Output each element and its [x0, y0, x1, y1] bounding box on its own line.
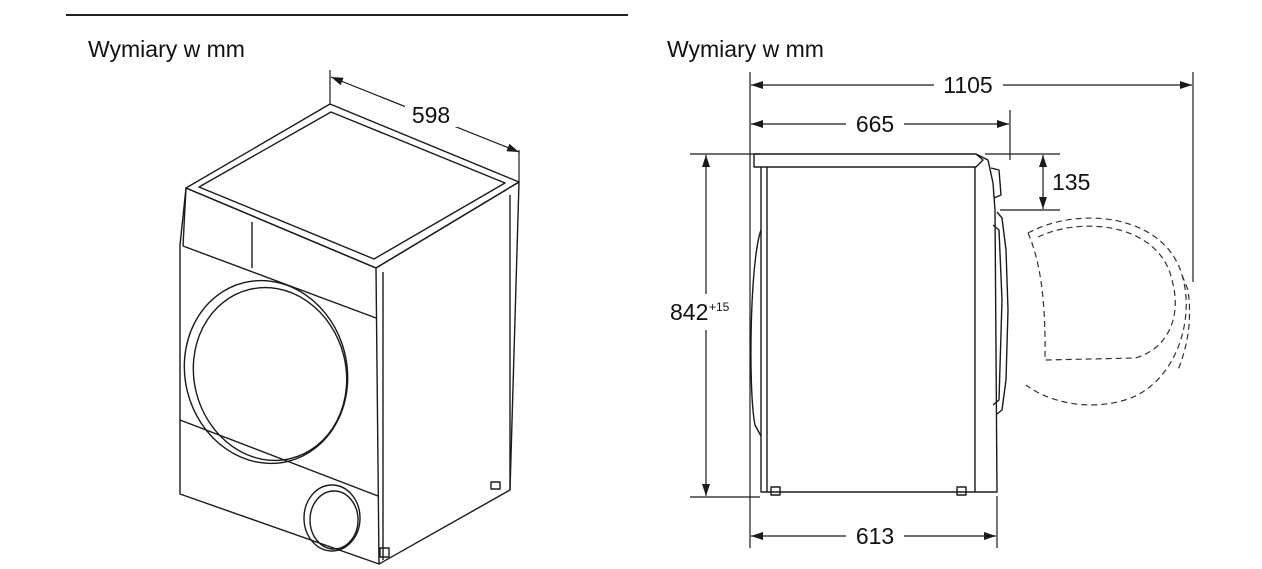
- side-top-cover: [753, 153, 984, 168]
- side-rear-bulge: [750, 229, 762, 437]
- side-front-console: [975, 153, 998, 493]
- top-divider: [66, 14, 628, 16]
- side-body: [760, 167, 976, 493]
- depth-door-open-label: 1105: [943, 72, 992, 98]
- side-dimension-lines: [690, 72, 1194, 548]
- height-tolerance-label: +15: [709, 300, 730, 314]
- height-label: 842: [670, 299, 708, 325]
- dryer-front-panel: [179, 187, 380, 565]
- side-door-open-dashed: [1025, 217, 1191, 406]
- width-label: 598: [412, 102, 450, 128]
- base-depth-label: 613: [856, 523, 894, 549]
- right-view-heading: Wymiary w mm: [667, 36, 824, 62]
- dryer-side-view: [750, 153, 1009, 496]
- depth-label: 665: [856, 111, 894, 137]
- left-view-heading: Wymiary w mm: [88, 36, 245, 62]
- dryer-filter-flap: [303, 484, 361, 552]
- top-offset-label: 135: [1052, 169, 1090, 195]
- dryer-top-panel: [185, 103, 520, 269]
- dryer-door: [183, 279, 349, 465]
- dryer-control-panel: [182, 245, 377, 319]
- dryer-side-panel: [375, 181, 520, 565]
- side-door-closed: [996, 211, 1009, 415]
- dryer-isometric-view: [179, 103, 520, 565]
- dryer-kick-plate: [179, 419, 379, 497]
- dryer-top-inner: [198, 111, 506, 260]
